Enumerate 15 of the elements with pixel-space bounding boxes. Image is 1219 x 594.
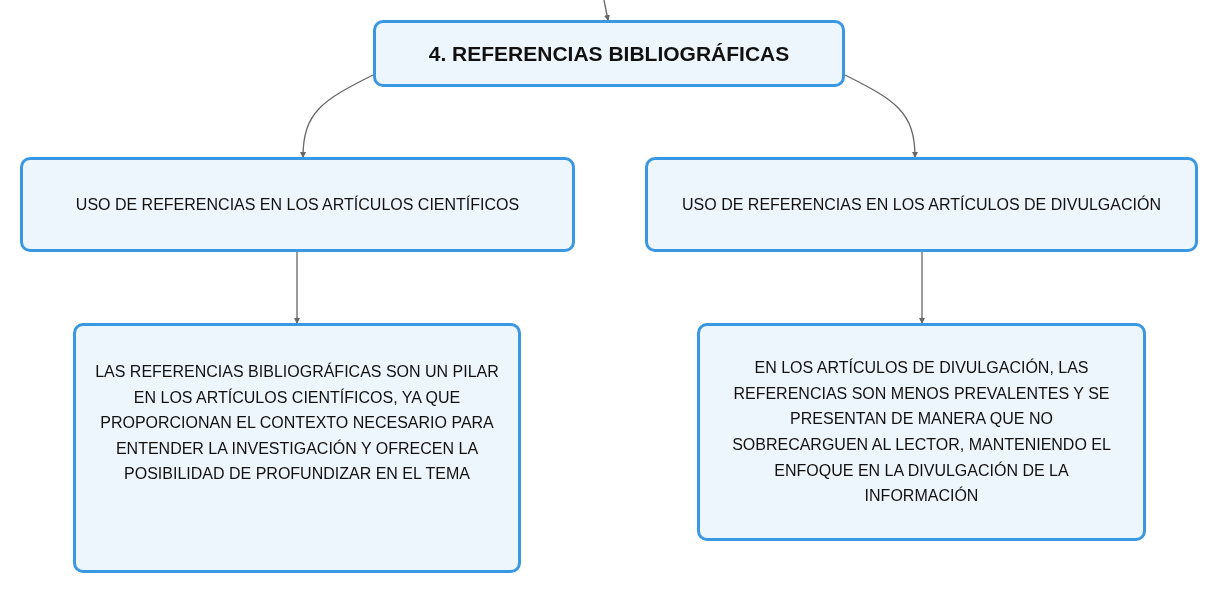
title-box xyxy=(373,20,845,87)
connector-arrow xyxy=(603,0,610,21)
topic-box xyxy=(697,323,1146,541)
connector-arrow xyxy=(844,74,918,158)
topic-text: USO DE REFERENCIAS EN LOS ARTÍCULOS DE DIVULGACIÓN xyxy=(682,194,1161,215)
topic-box xyxy=(645,157,1198,252)
title-text: 4. REFERENCIAS BIBLIOGRÁFICAS xyxy=(428,40,790,67)
connector-arrow xyxy=(294,251,300,324)
topic-text: USO DE REFERENCIAS EN LOS ARTÍCULOS CIENTÍFICOS xyxy=(75,194,520,215)
connector-arrow xyxy=(300,74,374,158)
topic-box xyxy=(20,157,575,252)
topic-text: EN LOS ARTÍCULOS DE DIVULGACIÓN, LAS REFERENCIAS SON MENOS PREVALENTES Y SE PRESENTAN DE MANERA QUE NO SOBRECARGUEN AL LECTOR, MANTENIENDO EL ENFOQUE EN LA DIVULGACIÓN DE LA INFORMACIÓN xyxy=(731,357,1112,507)
topic-text: LAS REFERENCIAS BIBLIOGRÁFICAS SON UN PILAR EN LOS ARTÍCULOS CIENTÍFICOS, YA QUE PROPORCIONAN EL CONTEXTO NECESARIO PARA ENTENDER LA INVESTIGACIÓN Y OFRECEN LA POSIBILIDAD DE PROFUNDIZAR EN EL TEMA xyxy=(94,361,500,485)
connector-arrow xyxy=(919,251,925,324)
topic-box xyxy=(73,323,521,573)
